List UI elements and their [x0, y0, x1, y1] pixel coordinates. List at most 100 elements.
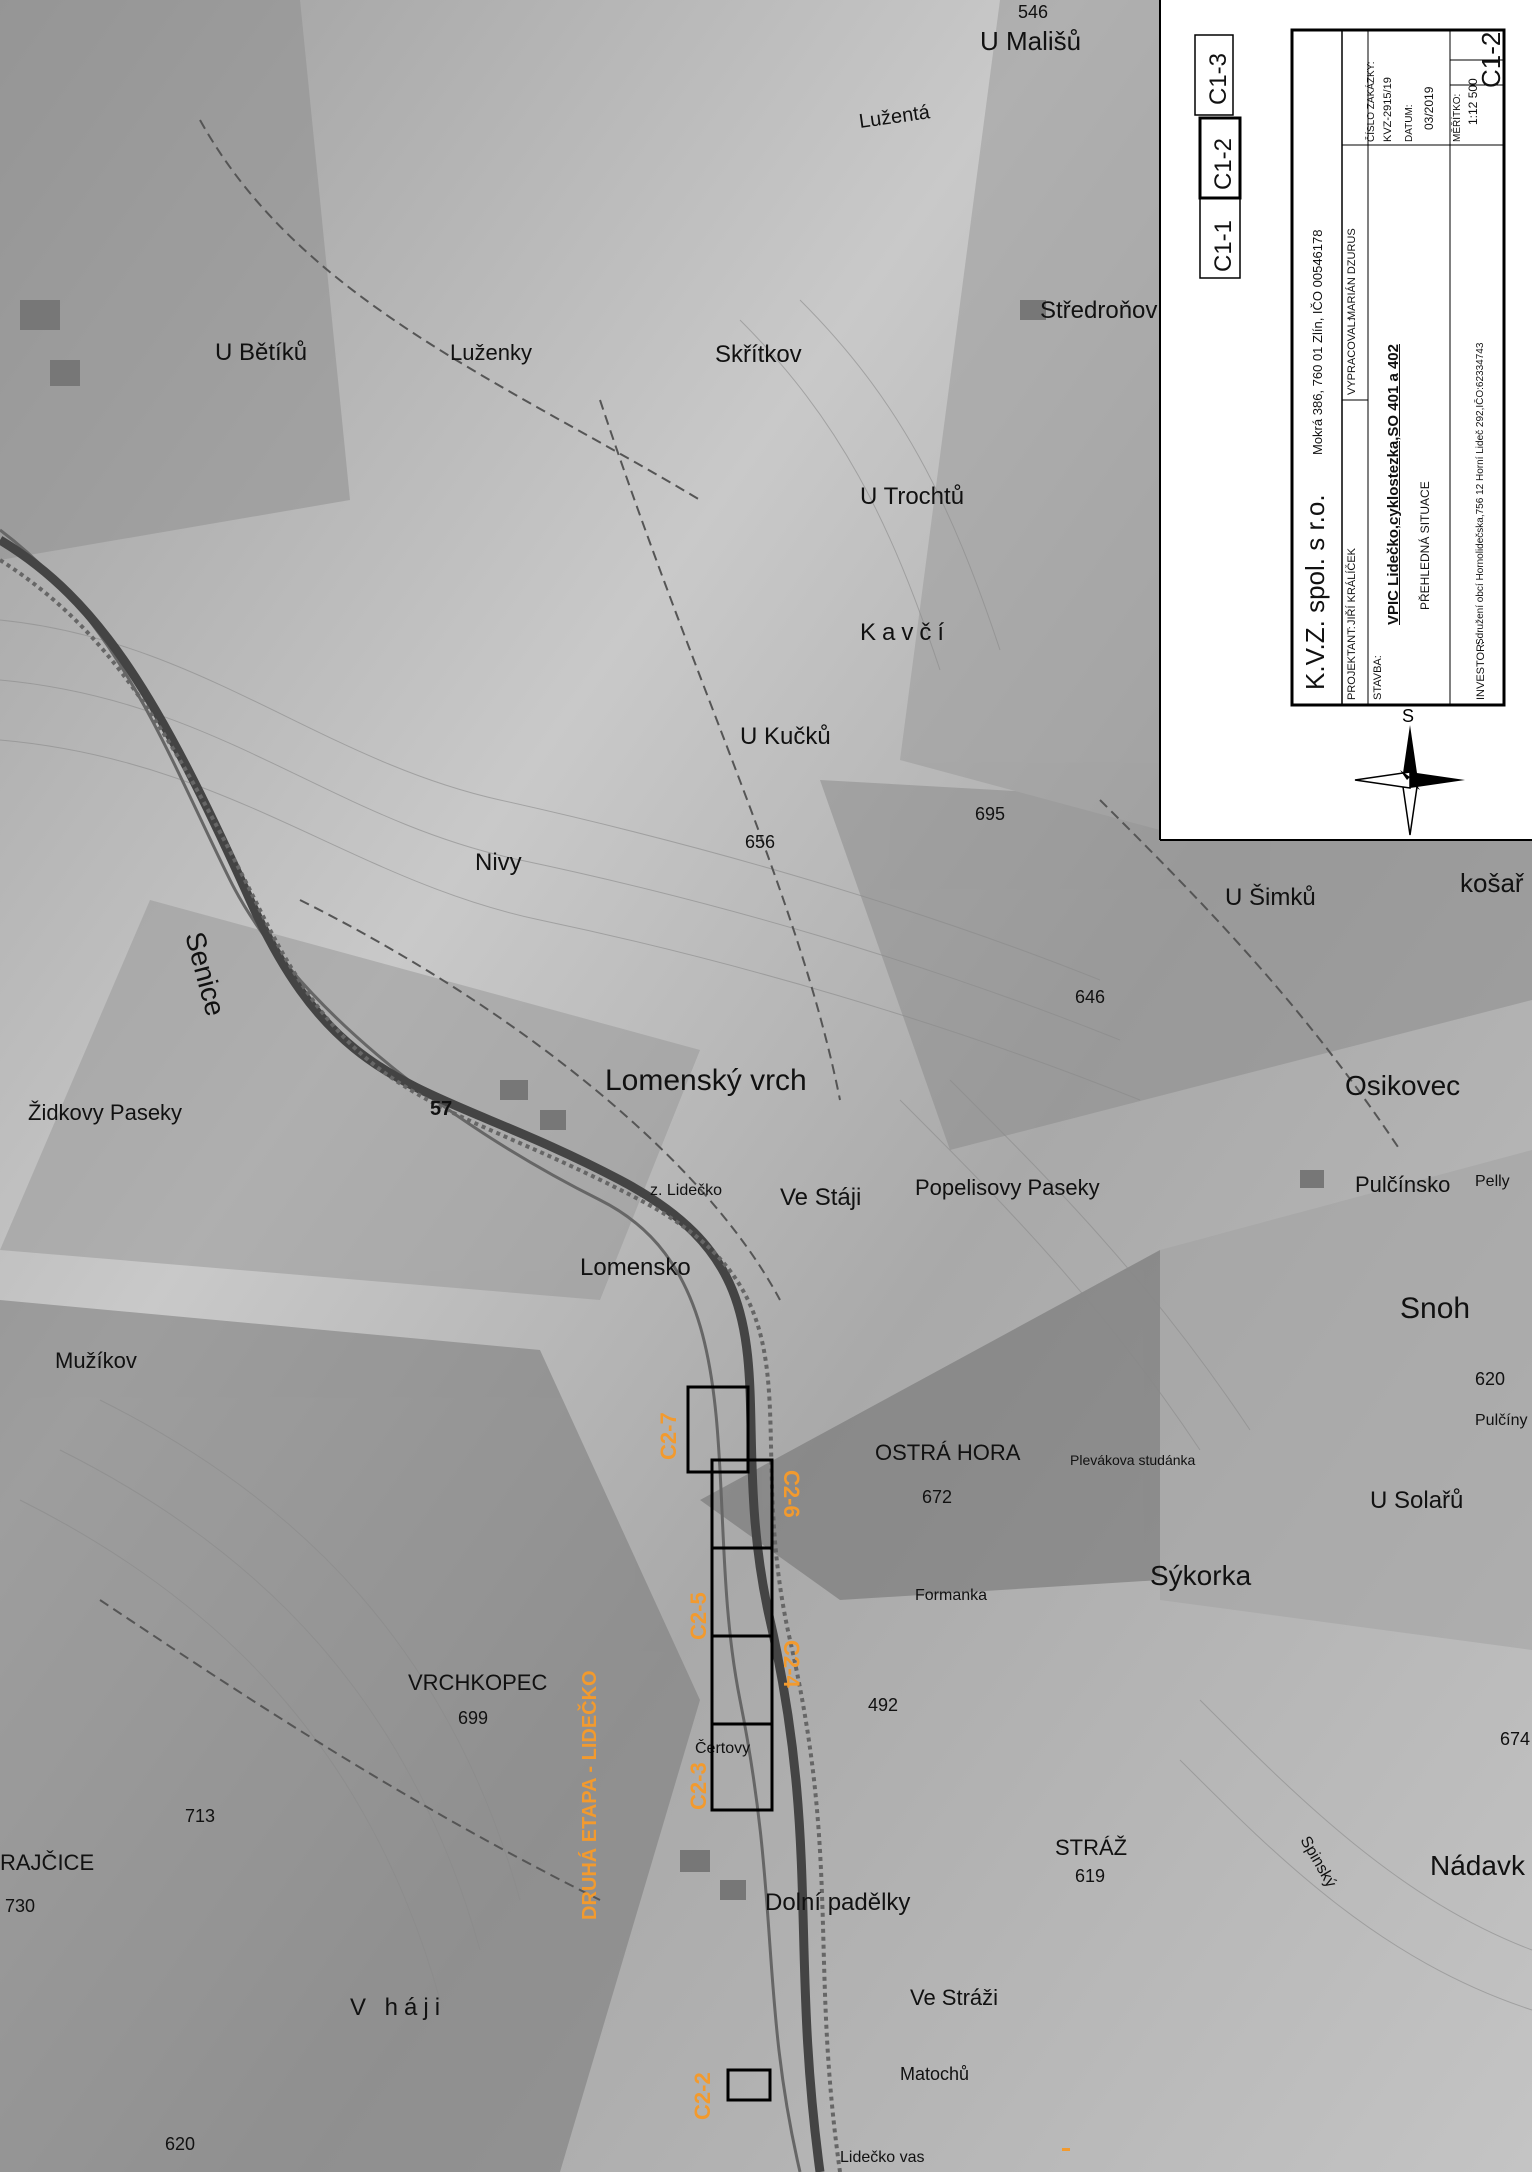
river-senice — [0, 528, 802, 2172]
map-label: U Šimků — [1225, 883, 1316, 911]
title-block-frame — [1290, 28, 1506, 707]
cislo-value: KVZ-2915/19 — [1382, 77, 1394, 142]
datum-label: DATUM: — [1404, 104, 1415, 142]
keymap-label-c1-3[interactable]: C1-3 — [1205, 52, 1232, 105]
elevation-label: 730 — [5, 1896, 35, 1916]
map-label: Luženky — [450, 340, 532, 365]
map-label: Snoh — [1400, 1292, 1470, 1325]
map-label: Pulčíny — [1475, 1412, 1527, 1429]
map-label: Mužíkov — [55, 1348, 137, 1373]
sheet-label[interactable]: C2-3 — [686, 1762, 711, 1810]
sheet-label[interactable]: C2-2 — [690, 2072, 715, 2120]
sheet-label[interactable]: C2-4 — [779, 1640, 804, 1688]
sheet-rect[interactable] — [686, 1385, 750, 1474]
sheet-rect[interactable] — [710, 1722, 774, 1812]
map-label: OSTRÁ HORA — [875, 1440, 1021, 1465]
place-labels: U Mališů Lužentá Středroňov U Bětíků Luž… — [0, 26, 1527, 2166]
map-label: Sýkorka — [1150, 1560, 1252, 1591]
map-label: košař — [1460, 868, 1525, 898]
vypracoval-label: VYPRACOVAL: — [1346, 318, 1358, 395]
keymap-label-c1-2[interactable]: C1-2 — [1210, 137, 1237, 190]
railway — [0, 558, 842, 2172]
elevation-label: 492 — [868, 1695, 898, 1715]
map-label: Popelisovy Paseky — [915, 1175, 1100, 1200]
elevation-label: 646 — [1075, 987, 1105, 1007]
map-label: Formanka — [915, 1587, 987, 1604]
etapa-label: DRUHÁ ETAPA - LIDEČKO — [577, 1670, 601, 1920]
north-arrow-icon — [1354, 725, 1465, 836]
legend-panel — [1160, 0, 1532, 840]
map-label: Ve Stráži — [910, 1985, 998, 2010]
elevation-label: 713 — [185, 1806, 215, 1826]
map-label: Dolní padělky — [765, 1889, 910, 1916]
map-label: Lomenský vrch — [605, 1064, 807, 1097]
map-label: Ve Stáji — [780, 1184, 861, 1211]
map-label: Pulčínsko — [1355, 1172, 1450, 1197]
elevation-label: 699 — [458, 1708, 488, 1728]
projektant-value: JIŘÍ KRÁLÍČEK — [1346, 547, 1358, 625]
elevation-label: 620 — [165, 2134, 195, 2154]
map-label: Kavčí — [860, 619, 950, 646]
keymap-label-c1-1[interactable]: C1-1 — [1210, 219, 1237, 272]
map-label: Lidečko vas — [840, 2149, 925, 2166]
marker — [1062, 2148, 1070, 2151]
map-label: Nádavk — [1430, 1850, 1526, 1881]
cislo-label: ČÍSLO ZAKÁZKY: — [1366, 61, 1377, 142]
north-label: S — [1402, 706, 1414, 726]
datum-value: 03/2019 — [1422, 86, 1436, 130]
map-label: Skřítkov — [715, 341, 802, 368]
meritko-label: MĚŘÍTKO: — [1452, 93, 1463, 142]
elevation-label: 695 — [975, 804, 1005, 824]
elevation-label: 620 — [1475, 1369, 1505, 1389]
map-label: U Solařů — [1370, 1487, 1463, 1514]
sheet-label[interactable]: C2-5 — [686, 1592, 711, 1640]
vypracoval-value: MARIÁN DZURUS — [1346, 228, 1358, 320]
sheet-labels: C2-7 C2-6 C2-5 C2-4 C2-3 C2-2 — [656, 1412, 804, 2120]
elevation-label: 546 — [1018, 2, 1048, 22]
company-address: Mokrá 386, 760 01 Zlín, IČO 00546178 — [1310, 229, 1325, 455]
map-label: U Trochtů — [860, 483, 964, 510]
stavba-label: STAVBA: — [1372, 655, 1384, 700]
road-57 — [0, 536, 825, 2172]
sheet-rect[interactable] — [726, 2068, 772, 2102]
map-label: RAJČICE — [0, 1850, 94, 1875]
map-label: STRÁŽ — [1055, 1835, 1127, 1860]
village-buildings — [20, 300, 1324, 1900]
sheet-label[interactable]: C2-7 — [656, 1412, 681, 1460]
contour-lines — [0, 299, 1532, 2011]
map-label: U Bětíků — [215, 339, 307, 366]
map-label: Plevákova studánka — [1070, 1452, 1196, 1468]
map-label: U Kučků — [740, 723, 831, 750]
map-label: Židkovy Paseky — [28, 1100, 182, 1125]
map-label: Středroňov — [1040, 297, 1157, 324]
sheet-number: C1-2 — [1476, 31, 1506, 88]
sheet-rectangles — [686, 1385, 774, 2102]
map-label: Matochů — [900, 2064, 969, 2084]
elevation-label: 656 — [745, 832, 775, 852]
forest-paths — [99, 119, 1401, 1901]
map-label: U Mališů — [980, 26, 1081, 56]
map-label: Lomensko — [580, 1254, 691, 1281]
stavba-value: VPIC Lidečko,cyklostezka,SO 401 a 402 — [1385, 344, 1402, 625]
company-name: K.V.Z. spol. s r.o. — [1300, 494, 1330, 690]
map-label: V háji — [350, 1994, 446, 2021]
elevation-label: 619 — [1075, 1866, 1105, 1886]
map-label: Nivy — [475, 849, 522, 876]
investor-label: INVESTOR: — [1475, 640, 1487, 700]
key-map — [1194, 34, 1242, 279]
elevation-points: 546 656 695 646 620 672 492 699 713 730 … — [5, 2, 1530, 2154]
map-label: Čertovy — [695, 1738, 750, 1757]
projektant-label: PROJEKTANT: — [1346, 626, 1358, 700]
elevation-label: 674 — [1500, 1729, 1530, 1749]
drawing-name: PŘEHLEDNÁ SITUACE — [1418, 481, 1432, 610]
investor-value: Sdružení obcí Hornolidečska,756 12 Horní… — [1475, 342, 1486, 645]
map-label: VRCHKOPEC — [408, 1670, 547, 1695]
map-label: z. Lidečko — [650, 1182, 722, 1199]
elevation-label: 672 — [922, 1487, 952, 1507]
road-number-label: 57 — [430, 1098, 452, 1120]
map-label: Pelly — [1475, 1173, 1510, 1190]
map-label: Osikovec — [1345, 1070, 1460, 1101]
sheet-label[interactable]: C2-6 — [779, 1470, 804, 1518]
